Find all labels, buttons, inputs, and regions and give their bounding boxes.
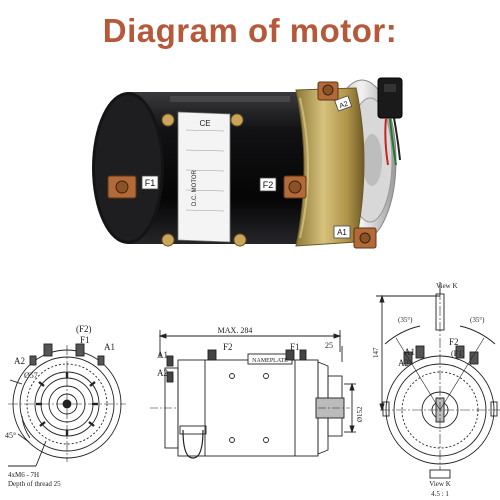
terminal-a1: A1: [333, 225, 377, 249]
left-label-f2: (F2): [76, 324, 92, 334]
side-dim-right: 25: [325, 341, 333, 350]
side-label-a2: A2: [157, 368, 168, 378]
terminal-label-f2: F2: [263, 180, 274, 190]
motor-brass-band: [295, 87, 365, 247]
motor-photo: CE D.C. MOTOR F1 F2: [92, 77, 403, 249]
technical-drawings: (F2) F1 A1 A2 Ø57 45° 4xM6 - 7H Depth of…: [5, 282, 500, 498]
sensor-connector: [377, 77, 403, 166]
body-bolts: [161, 113, 247, 247]
left-end-view: [8, 343, 126, 467]
side-dim-dia: Ø152: [356, 406, 364, 422]
right-bottom-view-label: View K: [429, 480, 451, 488]
ce-mark: CE: [199, 119, 210, 128]
right-label-a1: A1: [404, 347, 415, 357]
right-scale: 4.5 : 1: [431, 490, 449, 498]
side-max-length: MAX. 284: [218, 326, 253, 335]
terminal-f2: F2: [259, 175, 307, 199]
side-label-f1: F1: [290, 342, 300, 352]
motor-nameplate: CE D.C. MOTOR: [177, 111, 231, 243]
terminal-label-f1: F1: [145, 178, 156, 188]
nameplate-heading: D.C. MOTOR: [192, 169, 198, 206]
left-thread-note: 4xM6 - 7H: [8, 471, 39, 479]
side-label-f2: F2: [223, 342, 233, 352]
right-dim-angle-left: (35°): [398, 316, 413, 324]
terminal-label-a1: A1: [337, 228, 347, 237]
left-depth-note: Depth of thread 25: [8, 480, 61, 488]
left-dim-dia: Ø57: [24, 371, 38, 380]
terminal-f1: F1: [107, 175, 159, 199]
side-view: [150, 330, 356, 459]
right-label-f1: (F1): [451, 349, 465, 358]
page-title: Diagram of motor:: [102, 12, 398, 49]
motor-body: [92, 92, 312, 244]
left-label-f1: F1: [80, 335, 90, 345]
right-view-labels: View K A2 A1 F2 (F1) (35°) (35°) 147 Vie…: [372, 282, 485, 498]
right-dim-angle-right: (35°): [470, 316, 485, 324]
left-dim-angle: 45°: [5, 431, 16, 440]
right-label-f2: F2: [449, 337, 459, 347]
right-label-a2: A2: [398, 358, 409, 368]
terminal-label-a2: A2: [339, 101, 350, 111]
right-dim-height: 147: [372, 347, 380, 358]
terminal-a2: A2: [317, 81, 353, 112]
left-label-a1: A1: [104, 342, 115, 352]
left-label-a2: A2: [14, 356, 25, 366]
right-end-view: [376, 282, 500, 479]
side-label-a1: A1: [157, 350, 168, 360]
side-nameplate-label: NAMEPLATE: [252, 358, 288, 364]
side-view-labels: MAX. 284 NAMEPLATE A1 A2 F2 F1 25 Ø152: [157, 326, 364, 422]
left-view-labels: (F2) F1 A1 A2 Ø57 45° 4xM6 - 7H Depth of…: [5, 324, 115, 488]
right-view-label: View K: [436, 282, 458, 290]
